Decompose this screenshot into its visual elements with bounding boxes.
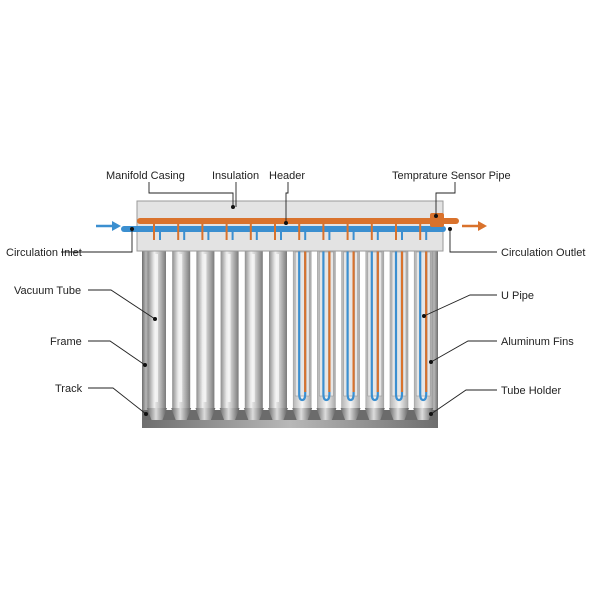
tube-highlight [276,254,279,402]
label-frame: Frame [50,336,82,348]
outlet-arrow-icon [462,221,487,231]
label-insulation: Insulation [212,170,259,182]
leader-dots [130,205,452,416]
u-pipe-cold [346,250,355,402]
track-bar [142,410,438,422]
label-header: Header [269,170,305,182]
label-track: Track [55,383,83,395]
label-manifold-casing: Manifold Casing [106,170,185,182]
tube-highlight [251,254,255,402]
aluminum-fin [415,251,431,397]
tube-highlight [155,254,158,402]
frame-right-rail [430,250,438,420]
label-aluminum-fins: Aluminum Fins [501,336,574,348]
label-circulation-outlet: Circulation Outlet [501,247,585,259]
aluminum-fin [343,251,358,397]
u-pipe-cold [394,250,404,402]
label-temperature-sensor-pipe: Temprature Sensor Pipe [392,170,511,182]
label-vacuum-tube: Vacuum Tube [14,285,81,297]
track-bottom [142,420,438,428]
label-u-pipe: U Pipe [501,290,534,302]
label-circulation-inlet: Circulation Inlet [6,247,82,259]
tube-highlight [227,254,231,402]
temperature-sensor-pipe [430,213,444,227]
tube-array [148,249,433,419]
aluminum-fin [294,251,310,397]
u-pipe-cold [322,250,331,402]
aluminum-fin [319,251,334,397]
inlet-arrow-icon [96,221,121,231]
frame-left-rail [142,250,150,420]
label-tube-holder: Tube Holder [501,385,561,397]
aluminum-fin [391,251,407,397]
aluminum-fin [367,251,383,397]
u-pipe-cold [419,250,428,402]
tube-highlight [179,254,183,402]
u-pipe-cold [298,250,307,402]
leader-lines [61,182,497,415]
tube-highlight [203,254,207,402]
u-pipe-cold [370,250,379,402]
header-connectors [153,221,428,240]
